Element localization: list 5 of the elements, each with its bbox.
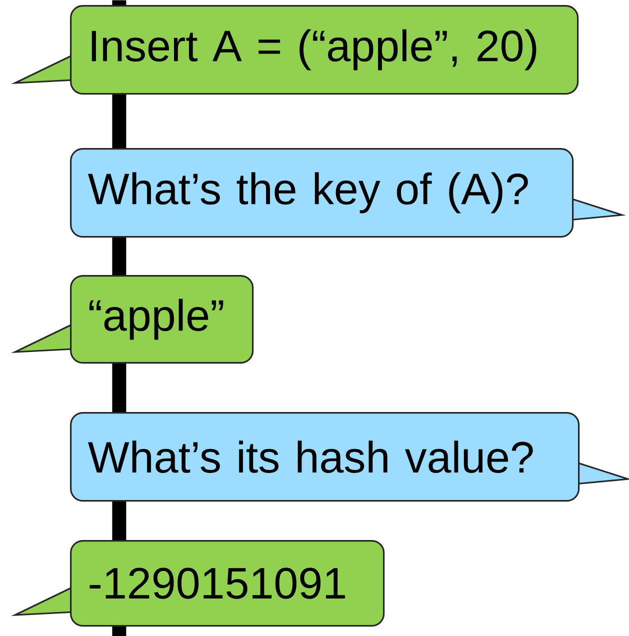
speech-bubble: -1290151091: [11, 540, 385, 627]
speech-bubble: What’s the key of (A)?: [70, 148, 626, 238]
speech-bubble: “apple”: [11, 275, 254, 364]
speech-bubble: What’s its hash value?: [70, 412, 629, 502]
speech-bubble: Insert A = (“apple”, 20): [11, 5, 579, 95]
